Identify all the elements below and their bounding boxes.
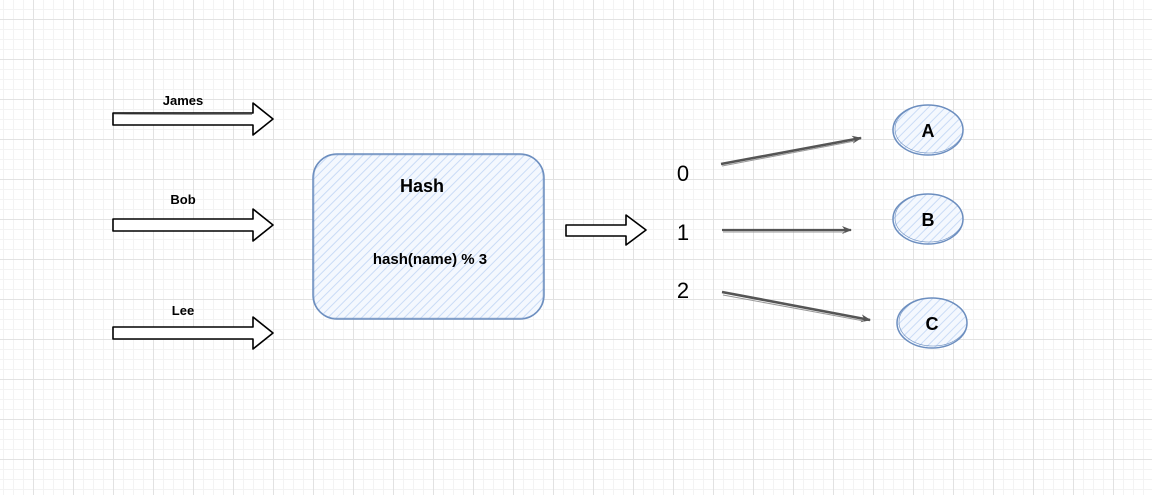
bucket-index-1: 1 [677,220,689,245]
hash-box[interactable] [312,153,545,320]
node-b[interactable] [892,193,964,245]
input-label-james: James [163,93,203,108]
bucket-index-0: 0 [677,161,689,186]
hash-box-title: Hash [400,176,444,196]
input-arrow-bob [112,208,274,242]
connector-0-to-a [720,135,862,167]
output-arrow [565,214,647,246]
input-arrow-james [112,102,274,136]
connector-2-to-c [721,290,871,323]
node-a[interactable] [892,104,964,156]
hash-box-formula: hash(name) % 3 [373,251,487,268]
node-b-label: B [922,210,935,230]
node-a-label: A [922,121,935,141]
bucket-index-2: 2 [677,278,689,303]
input-label-lee: Lee [172,303,194,318]
input-label-bob: Bob [170,192,195,207]
node-c[interactable] [896,297,968,349]
connector-1-to-b [722,226,852,234]
node-c-label: C [926,314,939,334]
input-arrow-lee [112,316,274,350]
